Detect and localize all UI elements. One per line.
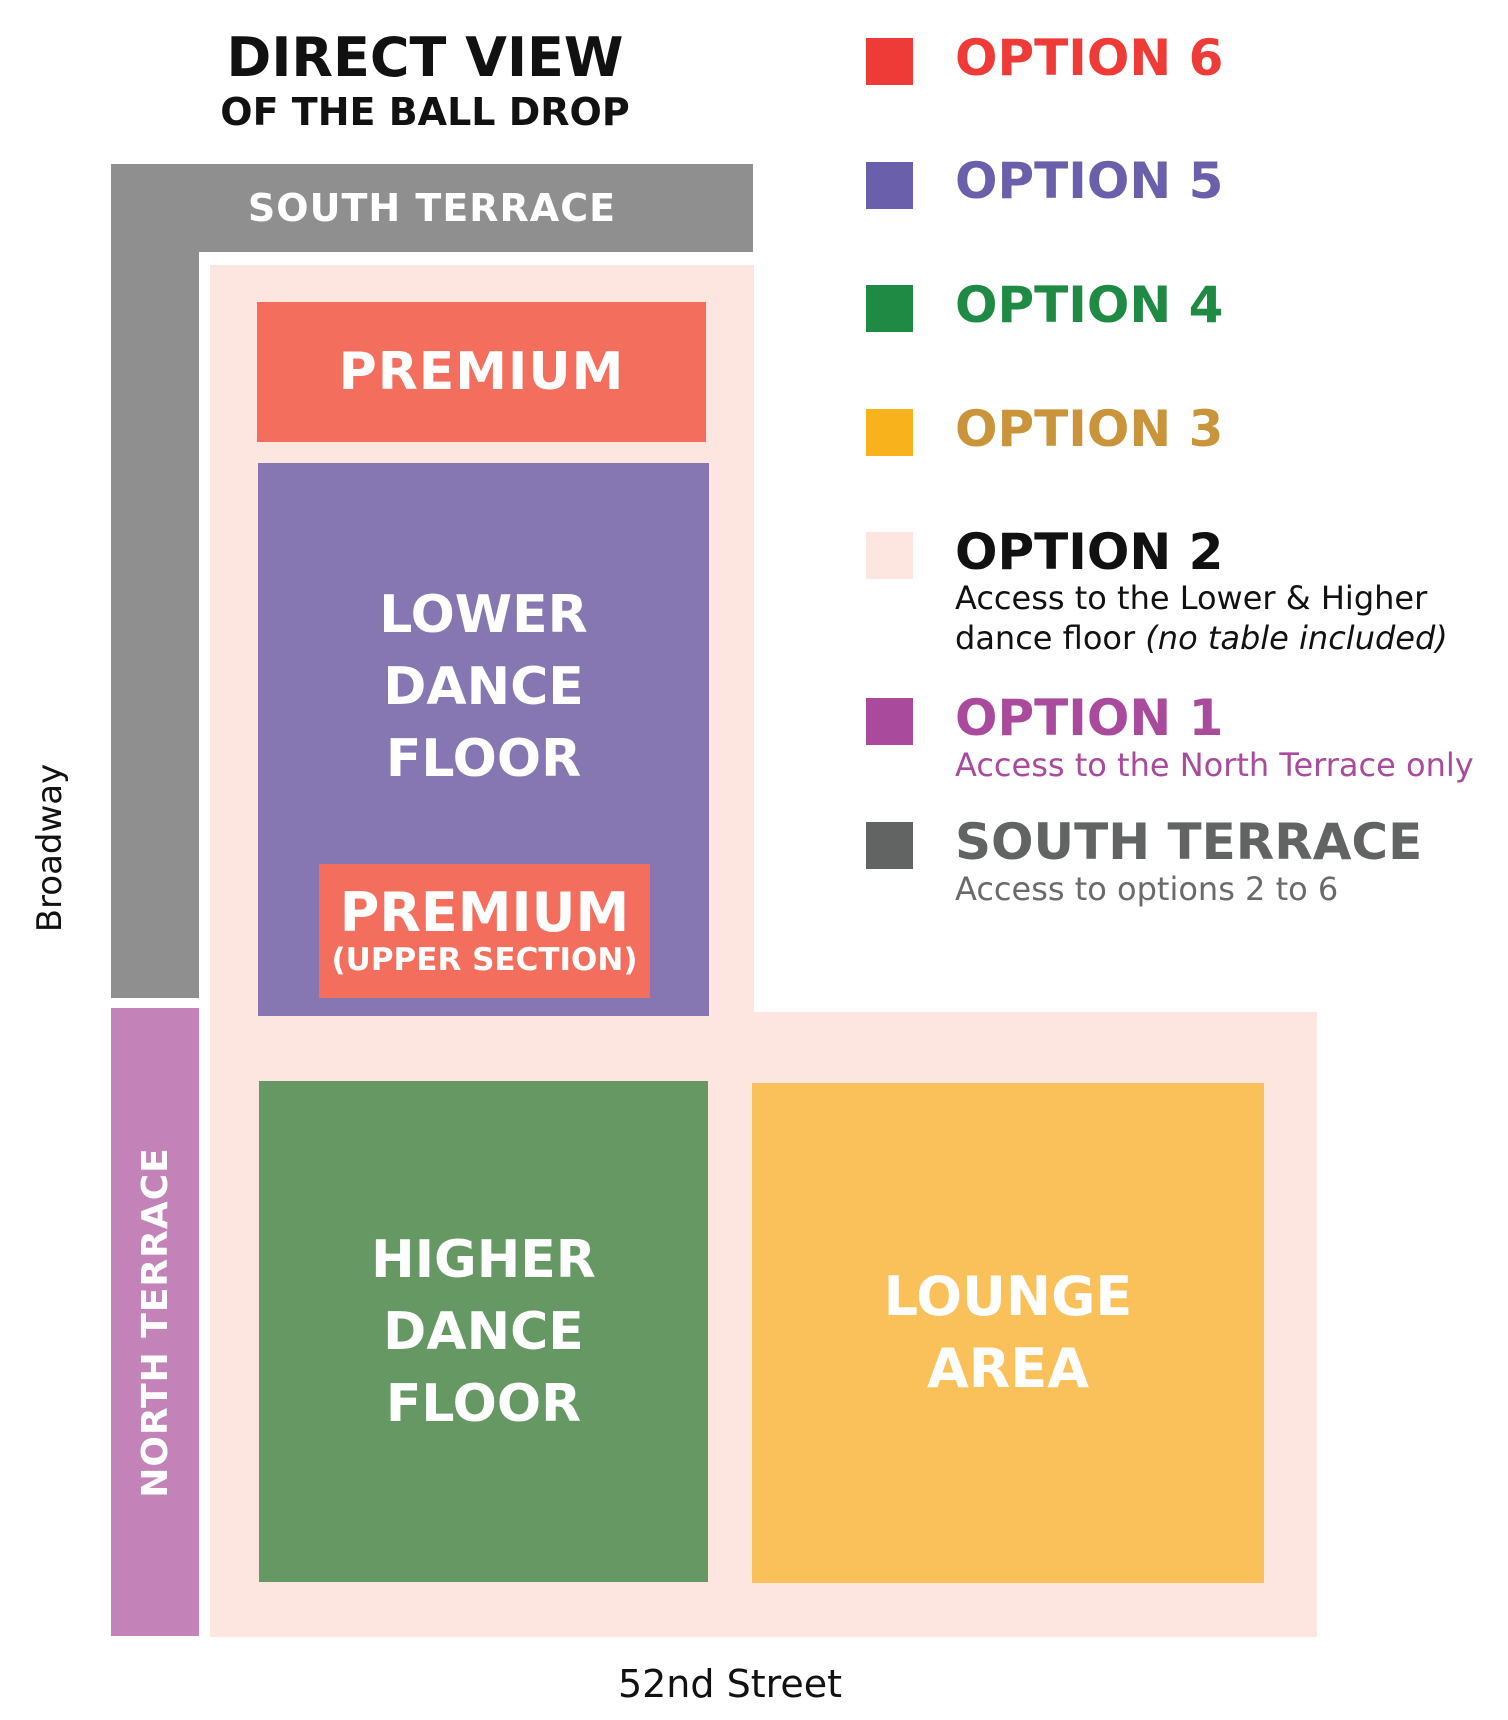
- street-label-broadway: Broadway: [30, 763, 70, 933]
- north-terrace-label: NORTH TERRACE: [134, 1146, 176, 1498]
- legend-swatch-south-terrace: [866, 822, 913, 869]
- south-terrace-zone-top: SOUTH TERRACE: [111, 164, 753, 252]
- lounge-area-zone: LOUNGE AREA: [752, 1083, 1264, 1583]
- legend-swatch-option-3: [866, 409, 913, 456]
- premium-upper-title: PREMIUM: [339, 881, 630, 944]
- legend-swatch-option-1: [866, 698, 913, 745]
- legend-swatch-option-4: [866, 285, 913, 332]
- legend-desc-option-2-plain: dance floor: [955, 619, 1146, 657]
- legend-title-south-terrace: SOUTH TERRACE: [955, 813, 1423, 871]
- map-title-line-2: OF THE BALL DROP: [220, 90, 630, 134]
- legend-swatch-option-6: [866, 38, 913, 85]
- lounge-area-label: LOUNGE AREA: [883, 1265, 1133, 1400]
- legend-desc-option-2-line-2: dance floor (no table included): [955, 618, 1448, 658]
- lower-dance-floor-label: LOWER DANCE FLOOR: [379, 585, 588, 789]
- higher-dance-floor-label: HIGHER DANCE FLOOR: [371, 1229, 596, 1434]
- premium-zone-top: PREMIUM: [257, 302, 706, 442]
- legend-desc-option-1: Access to the North Terrace only: [955, 746, 1474, 784]
- legend-desc-south-terrace: Access to options 2 to 6: [955, 870, 1339, 908]
- street-label-52nd-street: 52nd Street: [617, 1662, 843, 1706]
- north-terrace-zone: NORTH TERRACE: [111, 1008, 199, 1636]
- higher-dance-floor-zone: HIGHER DANCE FLOOR: [259, 1081, 708, 1582]
- legend-swatch-option-5: [866, 162, 913, 209]
- premium-upper-section-zone: PREMIUM (UPPER SECTION): [319, 864, 650, 998]
- legend-desc-option-2-line-1: Access to the Lower & Higher: [955, 579, 1428, 617]
- legend-title-option-5: OPTION 5: [955, 152, 1224, 210]
- legend-title-option-3: OPTION 3: [955, 400, 1224, 458]
- legend-swatch-option-2: [866, 532, 913, 579]
- premium-top-label: PREMIUM: [338, 342, 625, 402]
- legend-desc-option-2-italic: (no table included): [1145, 619, 1448, 657]
- legend-title-option-1: OPTION 1: [955, 689, 1224, 747]
- legend-title-option-6: OPTION 6: [955, 29, 1224, 87]
- legend-title-option-2: OPTION 2: [955, 523, 1224, 581]
- south-terrace-zone-side: [111, 252, 199, 998]
- legend-title-option-4: OPTION 4: [955, 276, 1224, 334]
- map-title-line-1: DIRECT VIEW: [226, 26, 624, 89]
- premium-upper-subtitle: (UPPER SECTION): [331, 942, 638, 978]
- south-terrace-label: SOUTH TERRACE: [247, 186, 617, 230]
